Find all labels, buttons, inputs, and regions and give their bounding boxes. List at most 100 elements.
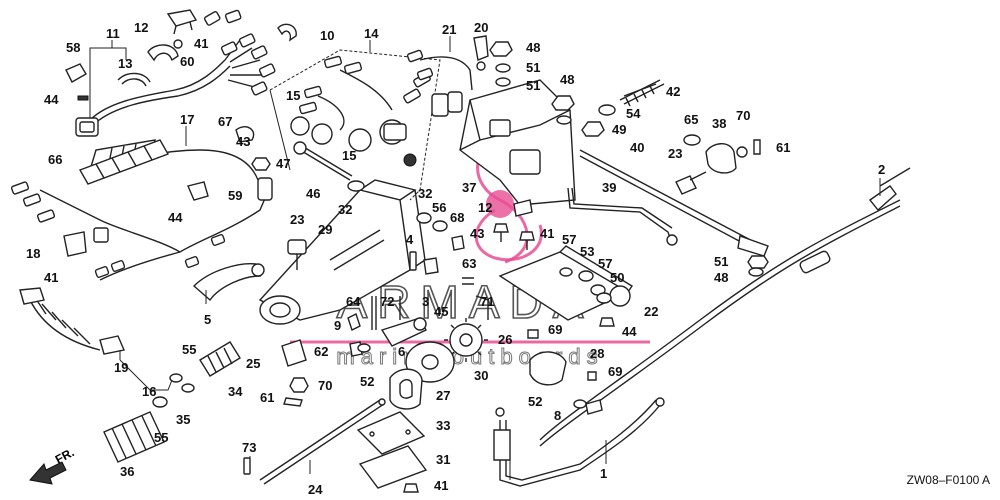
callout-21: 21 <box>442 22 456 37</box>
callout-43-left: 43 <box>236 134 250 149</box>
callout-23-left: 23 <box>290 212 304 227</box>
callout-63: 63 <box>462 256 476 271</box>
grip-36 <box>103 411 165 463</box>
callout-14: 14 <box>364 26 379 41</box>
clamp-59 <box>187 181 209 201</box>
callout-16: 16 <box>142 384 156 399</box>
callout-61-right: 61 <box>776 140 790 155</box>
callout-56: 56 <box>432 200 446 215</box>
callout-8: 8 <box>554 408 561 423</box>
rod-40 <box>579 149 769 257</box>
callout-20: 20 <box>474 20 488 35</box>
callout-51-right: 51 <box>714 254 728 269</box>
callout-6: 6 <box>398 344 405 359</box>
knob-28 <box>529 351 567 386</box>
callout-40: 40 <box>630 140 644 155</box>
knob-23-left <box>287 239 307 270</box>
control-box-37 <box>459 79 576 206</box>
grommet-66 <box>78 139 170 185</box>
washers-55-35 <box>152 373 195 408</box>
hardware-right-lower <box>599 255 769 327</box>
callout-51-a: 51 <box>526 60 540 75</box>
clamp-58 <box>65 63 89 101</box>
callout-3: 3 <box>422 294 429 309</box>
stud-42 <box>623 83 657 97</box>
callout-41-center: 41 <box>540 226 554 241</box>
callout-64: 64 <box>346 294 361 309</box>
callout-70-left: 70 <box>318 378 332 393</box>
callout-48-top: 48 <box>526 40 540 55</box>
callout-5: 5 <box>204 312 211 327</box>
callout-23-right: 23 <box>668 146 682 161</box>
wire-harness <box>75 9 276 137</box>
pin-73 <box>243 457 251 475</box>
clamp-67 <box>235 126 255 143</box>
callout-69-b: 69 <box>608 364 622 379</box>
cable-1 <box>493 397 665 487</box>
callout-labels: 11 12 13 58 41 60 44 10 14 21 20 48 51 5… <box>26 20 885 497</box>
front-direction-label: FR. <box>53 445 77 466</box>
callout-52-right: 52 <box>528 394 542 409</box>
callout-37: 37 <box>462 180 476 195</box>
callout-44-right: 44 <box>622 324 637 339</box>
switch-cluster <box>269 49 441 201</box>
callout-52-center: 52 <box>360 374 374 389</box>
callout-66: 66 <box>48 152 62 167</box>
bolt-41-bottom <box>403 483 419 493</box>
callout-70-right: 70 <box>736 108 750 123</box>
callout-57-a: 57 <box>562 232 576 247</box>
callout-54: 54 <box>626 106 641 121</box>
callout-36: 36 <box>120 464 134 479</box>
callout-12-center: 12 <box>478 200 492 215</box>
diagram-code: ZW08–F0100 A <box>907 473 990 487</box>
harness-16 <box>10 177 273 281</box>
callout-17: 17 <box>180 112 194 127</box>
callout-4: 4 <box>406 232 414 247</box>
callout-42: 42 <box>666 84 680 99</box>
collar-32 <box>347 180 365 192</box>
callout-18: 18 <box>26 246 40 261</box>
callout-33: 33 <box>436 418 450 433</box>
callout-10: 10 <box>320 28 334 43</box>
small-parts-center <box>347 296 377 357</box>
callout-62: 62 <box>314 344 328 359</box>
clip-20 <box>473 35 489 71</box>
callout-50: 50 <box>610 270 624 285</box>
nut-47 <box>251 157 271 171</box>
lever-38 <box>675 134 761 195</box>
callout-27: 27 <box>436 388 450 403</box>
lanyard-19 <box>19 287 125 355</box>
callout-32-left: 32 <box>338 202 352 217</box>
callout-51-b: 51 <box>526 78 540 93</box>
callout-38: 38 <box>712 116 726 131</box>
callout-39: 39 <box>602 180 616 195</box>
bolt-46 <box>293 141 353 181</box>
callout-41-left: 41 <box>44 270 58 285</box>
callout-72: 72 <box>380 294 394 309</box>
rod-39 <box>567 187 678 246</box>
leader-lines <box>89 36 881 480</box>
callout-48-right: 48 <box>560 72 574 87</box>
callout-28: 28 <box>590 346 604 361</box>
callout-61-left: 61 <box>260 390 274 405</box>
callout-32-right: 32 <box>418 186 432 201</box>
callout-47: 47 <box>276 156 290 171</box>
callout-53: 53 <box>580 244 594 259</box>
hardware-center <box>409 199 535 275</box>
callout-49: 49 <box>612 122 626 137</box>
callout-73: 73 <box>242 440 256 455</box>
connector-18 <box>63 231 87 257</box>
callout-44-top: 44 <box>44 92 59 107</box>
callout-22: 22 <box>644 304 658 319</box>
callout-25: 25 <box>246 356 260 371</box>
callout-11: 11 <box>106 26 120 41</box>
callout-31: 31 <box>436 452 450 467</box>
callout-34: 34 <box>228 384 243 399</box>
callout-59: 59 <box>228 188 242 203</box>
callout-35: 35 <box>176 412 190 427</box>
callout-19: 19 <box>114 360 128 375</box>
callout-41-top: 41 <box>194 36 208 51</box>
cable-2 <box>539 167 911 447</box>
callout-55-top: 55 <box>182 342 196 357</box>
callout-24: 24 <box>308 482 323 497</box>
